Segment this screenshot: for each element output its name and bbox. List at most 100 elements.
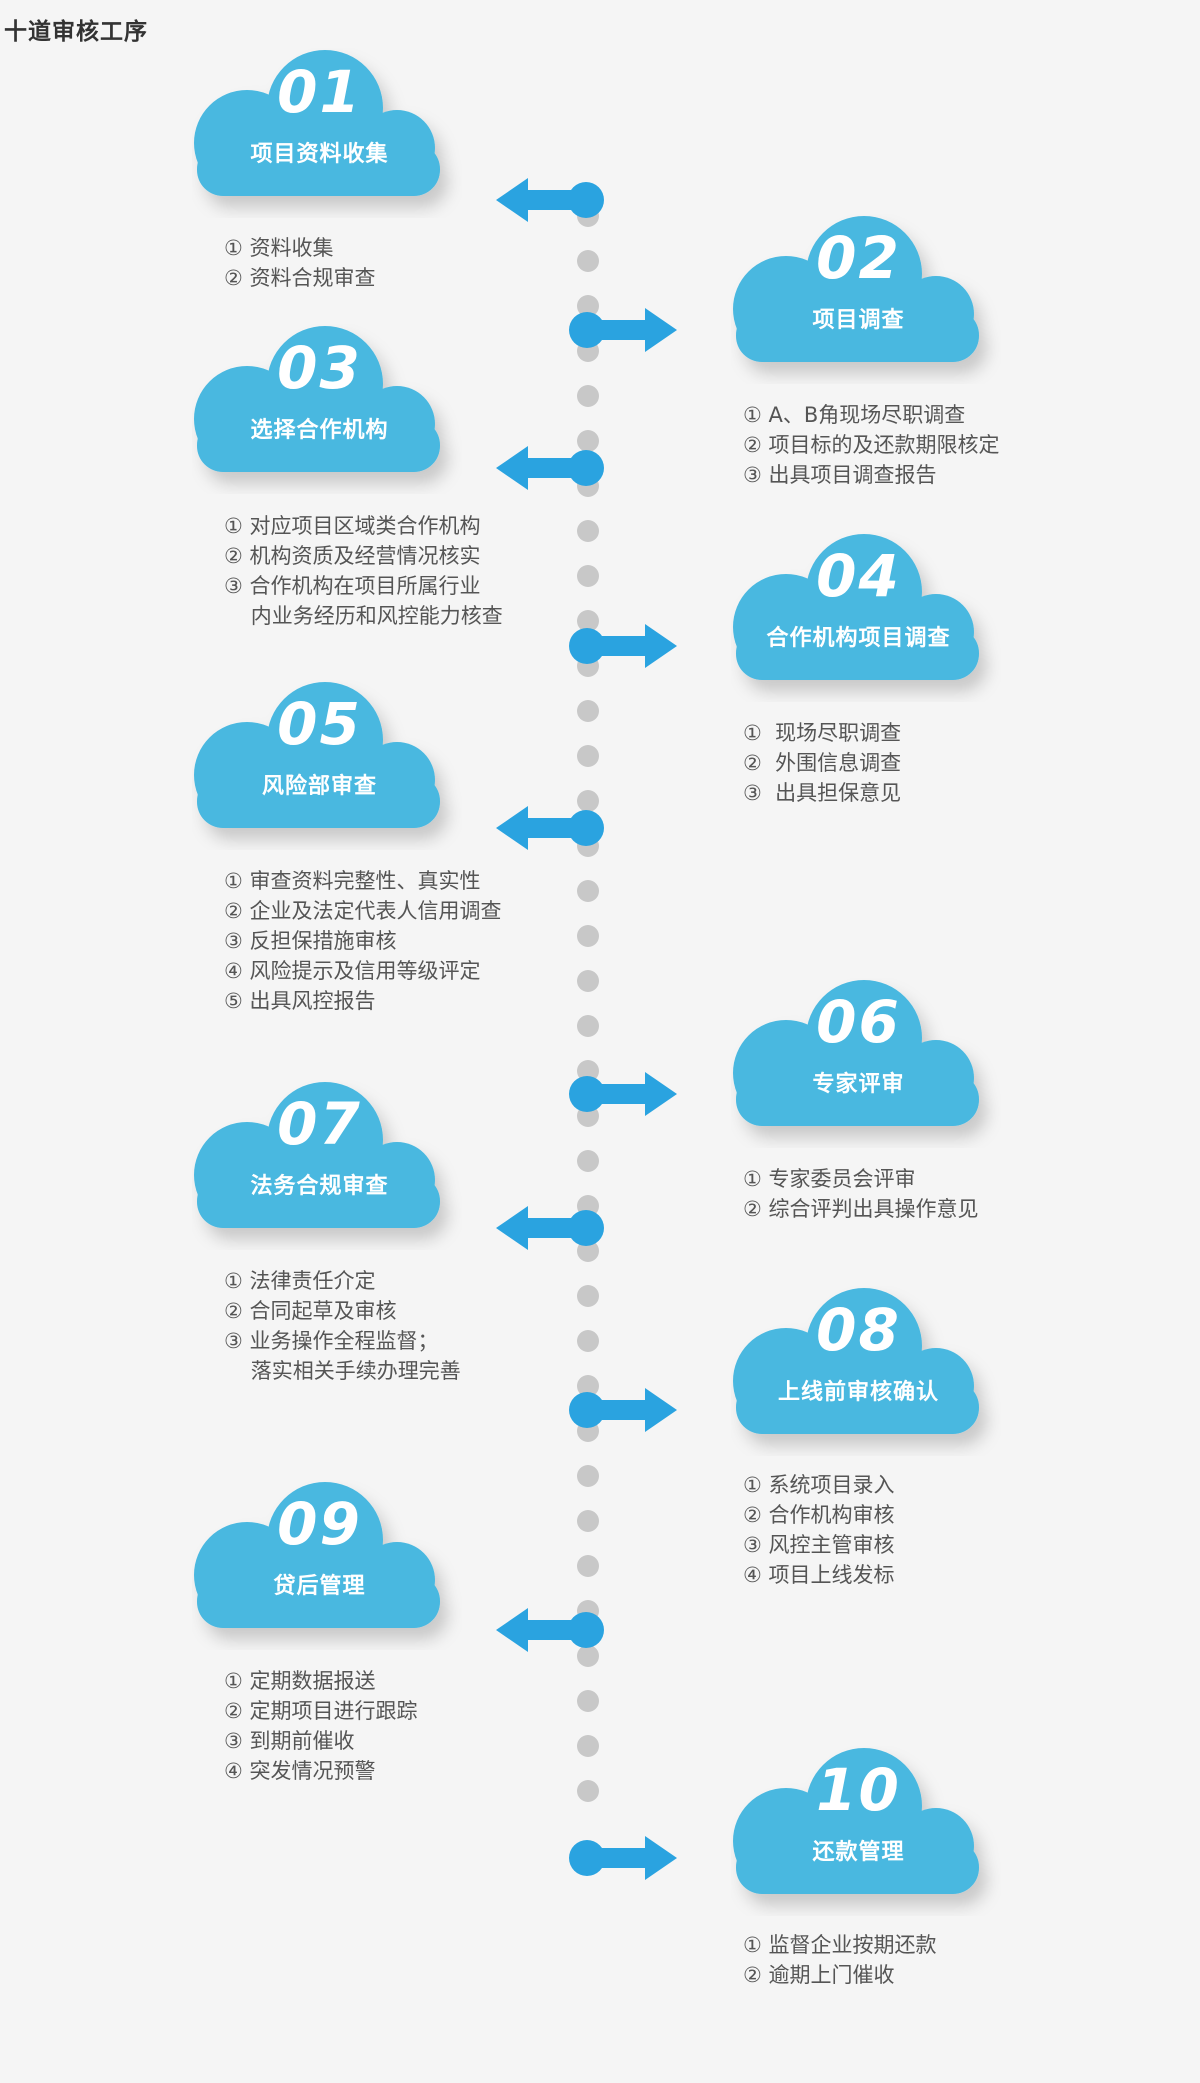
timeline-dot [577,1465,599,1487]
stage-item: ② 定期项目进行跟踪 [224,1699,418,1723]
stage-item: ② 合同起草及审核 [224,1299,397,1323]
stage-number: 07 [277,1090,362,1158]
arrow-right-icon [567,618,679,674]
timeline-dot [577,1060,599,1082]
stage-item: ① 系统项目录入 [743,1473,895,1497]
arrow-right-icon [567,1382,679,1438]
stage-cloud-01: 01 项目资料收集 [192,48,462,218]
stage-items-06: ① 专家委员会评审 ② 综合评判出具操作意见 [743,1164,979,1224]
stage-item: ② 综合评判出具操作意见 [743,1197,979,1221]
arrow-right-icon [567,1066,679,1122]
stage-item: ③ 到期前催收 [224,1729,355,1753]
stage-item: 内业务经历和风控能力核查 [224,604,503,628]
timeline-dot [577,520,599,542]
stage-number: 09 [277,1490,362,1558]
stage-item: ② 合作机构审核 [743,1503,895,1527]
stage-number: 04 [816,542,901,610]
stage-cloud-04: 04 合作机构项目调查 [731,532,1001,702]
timeline-dot [577,250,599,272]
timeline-dot [577,1645,599,1667]
stage-title: 法务合规审查 [250,1174,389,1199]
stage-number: 03 [277,334,362,402]
page-title: 十道审核工序 [4,19,148,45]
stage-items-10: ① 监督企业按期还款 ② 逾期上门催收 [743,1930,937,1990]
stage-title: 项目调查 [812,308,905,333]
stage-title: 专家评审 [812,1072,905,1097]
timeline-dot [577,1510,599,1532]
timeline-dot [577,700,599,722]
stage-item: ① 专家委员会评审 [743,1167,916,1191]
stage-item: ④ 项目上线发标 [743,1563,895,1587]
timeline-dot [577,970,599,992]
stage-cloud-03: 03 选择合作机构 [192,324,462,494]
timeline-dot [577,385,599,407]
arrow-left-icon [494,800,606,856]
stage-item: ① 审查资料完整性、真实性 [224,869,481,893]
stage-item: ② 项目标的及还款期限核定 [743,433,1000,457]
timeline-dot [577,1285,599,1307]
stage-cloud-06: 06 专家评审 [731,978,1001,1148]
timeline-dot [577,790,599,812]
timeline-dot [577,1780,599,1802]
timeline-dot [577,295,599,317]
timeline-dot [577,745,599,767]
arrow-left-icon [494,1602,606,1658]
arrow-right-icon [567,302,679,358]
timeline-dot [577,925,599,947]
stage-title: 上线前审核确认 [777,1380,939,1405]
stage-number: 02 [816,224,901,292]
stage-item: 落实相关手续办理完善 [224,1359,461,1383]
stage-number: 05 [277,690,362,758]
stage-item: ① 对应项目区域类合作机构 [224,514,481,538]
stage-item: ① 监督企业按期还款 [743,1933,937,1957]
timeline-dot [577,565,599,587]
stage-cloud-08: 08 上线前审核确认 [731,1286,1001,1456]
stage-title: 风险部审查 [261,774,377,799]
arrow-right-icon [567,1830,679,1886]
timeline-dot [577,1375,599,1397]
stage-title: 选择合作机构 [250,418,389,443]
timeline-dot [577,880,599,902]
stage-title: 贷后管理 [273,1574,366,1599]
stage-item: ① 现场尽职调查 [743,721,902,745]
stage-number: 01 [277,58,362,126]
timeline-dot [577,1150,599,1172]
stage-cloud-10: 10 还款管理 [731,1746,1001,1916]
stage-cloud-05: 05 风险部审查 [192,680,462,850]
stage-items-04: ① 现场尽职调查 ② 外围信息调查 ③ 出具担保意见 [743,718,901,808]
arrow-left-icon [494,172,606,228]
stage-item: ⑤ 出具风控报告 [224,989,376,1013]
stage-item: ① 定期数据报送 [224,1669,376,1693]
stage-title: 项目资料收集 [250,142,389,167]
stage-item: ② 企业及法定代表人信用调查 [224,899,502,923]
stage-item: ② 逾期上门催收 [743,1963,895,1987]
stage-item: ① A、B角现场尽职调查 [743,403,966,427]
stage-cloud-07: 07 法务合规审查 [192,1080,462,1250]
timeline-dot [577,1555,599,1577]
timeline-dot [577,610,599,632]
timeline-dot [577,1690,599,1712]
stage-title: 还款管理 [812,1840,905,1865]
stage-number: 06 [816,988,901,1056]
stage-items-02: ① A、B角现场尽职调查 ② 项目标的及还款期限核定 ③ 出具项目调查报告 [743,400,1000,490]
stage-cloud-09: 09 贷后管理 [192,1480,462,1650]
timeline-dot [577,1015,599,1037]
timeline-dot [577,1735,599,1757]
stage-item: ③ 出具担保意见 [743,781,902,805]
stage-number: 10 [816,1756,901,1824]
stage-number: 08 [816,1296,901,1364]
arrow-left-icon [494,1200,606,1256]
timeline-dot [577,430,599,452]
stage-item: ② 资料合规审查 [224,266,376,290]
stage-title: 合作机构项目调查 [766,626,951,651]
arrow-left-icon [494,440,606,496]
stage-item: ② 外围信息调查 [743,751,902,775]
stage-item: ② 机构资质及经营情况核实 [224,544,481,568]
stage-item: ③ 出具项目调查报告 [743,463,937,487]
